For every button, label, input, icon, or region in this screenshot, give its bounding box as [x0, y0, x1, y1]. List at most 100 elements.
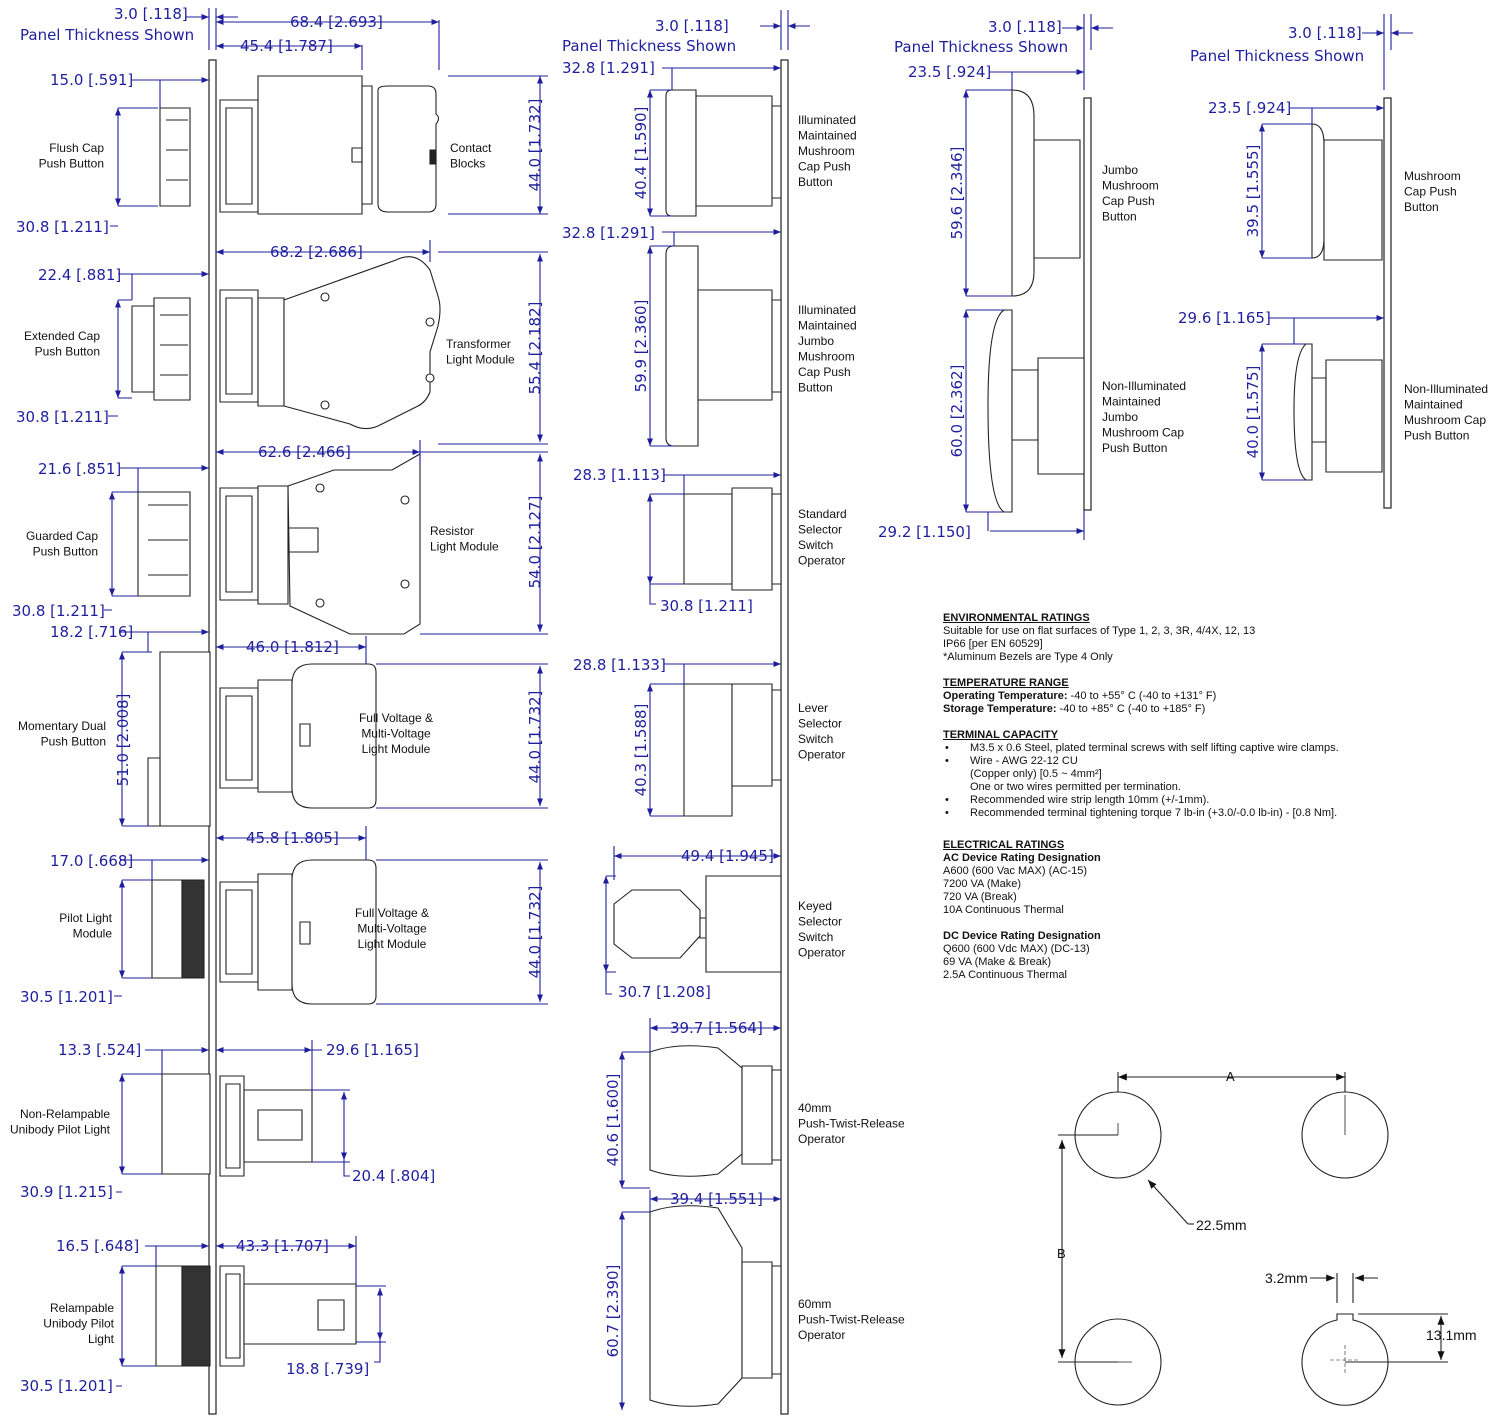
term-item-cont: (Copper only) [0.5 ~ 4mm²]	[970, 768, 1102, 780]
diameter-dim: 30.5 [1.201]	[20, 988, 113, 1006]
panel-col2	[780, 59, 789, 1415]
depth-dim: 49.4 [1.945]	[681, 847, 774, 865]
diameter-dim: 60.0 [2.362]	[948, 365, 966, 458]
col1-top-body: 45.4 [1.787]	[240, 37, 333, 55]
diameter-dim: 59.9 [2.360]	[632, 300, 650, 393]
panel-label-col1: Panel Thickness Shown	[20, 26, 194, 44]
panel-col3	[1083, 97, 1092, 511]
temp-title: TEMPERATURE RANGE	[943, 677, 1069, 689]
depth-dim: 17.0 [.668]	[50, 852, 133, 870]
temp-storage: Storage Temperature: -40 to +85° C (-40 …	[943, 703, 1443, 716]
panel-dim-col1: 3.0 [.118]	[114, 5, 188, 23]
col1-top-total: 68.4 [2.693]	[290, 13, 383, 31]
panel-dim-col2: 3.0 [.118]	[655, 17, 729, 35]
cutout-key-height-label: 13.1mm	[1426, 1327, 1477, 1343]
term-item: Wire - AWG 22-12 CU	[945, 755, 1443, 768]
cutout-b-label: B	[1057, 1246, 1066, 1261]
depth-dim: 13.3 [.524]	[58, 1041, 141, 1059]
ac-title: AC Device Rating Designation	[943, 852, 1101, 864]
temp-st-value: -40 to +85° C (-40 to +185° F)	[1056, 703, 1206, 715]
depth-dim: 32.8 [1.291]	[562, 59, 655, 77]
cutout-a-label: A	[1226, 1069, 1235, 1084]
col34-devices	[987, 89, 1383, 513]
height-dim: 54.0 [2.127]	[526, 496, 544, 589]
module-length-dim: 68.2 [2.686]	[270, 243, 363, 261]
height-dim: 44.0 [1.732]	[526, 886, 544, 979]
depth-dim: 23.5 [.924]	[1208, 99, 1291, 117]
term-title: TERMINAL CAPACITY	[943, 729, 1059, 741]
depth-dim: 32.8 [1.291]	[562, 224, 655, 242]
dc-line: 69 VA (Make & Break)	[943, 956, 1052, 968]
panel-col4	[1383, 97, 1392, 509]
diameter-dim: 59.6 [2.346]	[948, 147, 966, 240]
module-length-dim: 46.0 [1.812]	[246, 638, 339, 656]
height-dim: 20.4 [.804]	[352, 1167, 435, 1185]
temp-op-value: -40 to +55° C (-40 to +131° F)	[1067, 690, 1217, 702]
ac-line: 7200 VA (Make)	[943, 878, 1022, 890]
specifications: ENVIRONMENTAL RATINGS Suitable for use o…	[943, 612, 1443, 982]
height-dim: 55.4 [2.182]	[526, 302, 544, 395]
diameter-dim: 30.8 [1.211]	[16, 408, 109, 426]
elec-title: ELECTRICAL RATINGS	[943, 839, 1065, 851]
diameter-dim: 60.7 [2.390]	[604, 1265, 622, 1358]
dc-title: DC Device Rating Designation	[943, 930, 1101, 942]
diameter-dim: 30.8 [1.211]	[660, 597, 753, 615]
panel-label-col3: Panel Thickness Shown	[894, 38, 1068, 56]
height-dim: 44.0 [1.732]	[526, 99, 544, 192]
col1-devices	[131, 75, 441, 1367]
cutout-hole-label: 22.5mm	[1196, 1217, 1247, 1233]
module-length-dim: 43.3 [1.707]	[236, 1237, 329, 1255]
diameter-dim: 39.5 [1.555]	[1244, 145, 1262, 238]
module-length-dim: 29.6 [1.165]	[326, 1041, 419, 1059]
ac-line: A600 (600 Vac MAX) (AC-15)	[943, 865, 1088, 877]
diameter-dim: 30.5 [1.201]	[20, 1377, 113, 1395]
env-line: IP66 [per EN 60529]	[943, 638, 1043, 650]
dc-line: Q600 (600 Vdc MAX) (DC-13)	[943, 943, 1090, 955]
temp-operating: Operating Temperature: -40 to +55° C (-4…	[943, 690, 1443, 703]
ac-line: 720 VA (Break)	[943, 891, 1017, 903]
term-item-cont: One or two wires permitted per terminati…	[970, 781, 1181, 793]
depth-dim: 39.7 [1.564]	[670, 1019, 763, 1037]
depth-dim: 28.8 [1.133]	[573, 656, 666, 674]
panel-dim-col3: 3.0 [.118]	[988, 18, 1062, 36]
height-dim: 44.0 [1.732]	[526, 691, 544, 784]
diameter-dim: 40.3 [1.588]	[632, 704, 650, 797]
panel-label-col4: Panel Thickness Shown	[1190, 47, 1364, 65]
cutout-key-width-label: 3.2mm	[1265, 1270, 1308, 1286]
temp-st-label: Storage Temperature:	[943, 703, 1057, 715]
term-item: Recommended wire strip length 10mm (+/-1…	[945, 794, 1443, 807]
dc-line: 2.5A Continuous Thermal	[943, 969, 1067, 981]
cutout-hole-4	[1301, 1313, 1389, 1406]
diameter-dim: 51.0 [2.008]	[114, 694, 132, 787]
env-line: Suitable for use on flat surfaces of Typ…	[943, 625, 1256, 637]
ac-line: 10A Continuous Thermal	[943, 904, 1064, 916]
diameter-dim: 40.6 [1.600]	[604, 1074, 622, 1167]
term-list: Recommended wire strip length 10mm (+/-1…	[943, 794, 1443, 820]
env-line: *Aluminum Bezels are Type 4 Only	[943, 651, 1113, 663]
env-title: ENVIRONMENTAL RATINGS	[943, 612, 1090, 624]
term-item: Recommended terminal tightening torque 7…	[945, 807, 1443, 820]
depth-dim: 15.0 [.591]	[50, 71, 133, 89]
term-item: M3.5 x 0.6 Steel, plated terminal screws…	[945, 742, 1443, 755]
